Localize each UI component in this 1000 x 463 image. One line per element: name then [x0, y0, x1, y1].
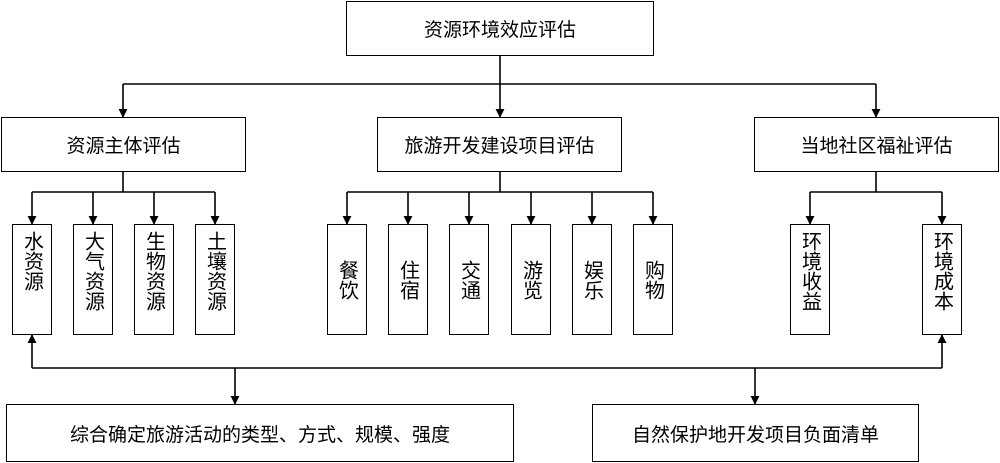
leaf-label: 交通 [457, 259, 482, 300]
leaf-node-env-benefit: 环境收益 [790, 224, 830, 335]
leaf-label: 土壤资源 [203, 231, 228, 311]
leaf-node-shopping: 购物 [633, 224, 673, 335]
branch-node-community-welfare: 当地社区福祉评估 [754, 117, 999, 172]
leaf-label: 游览 [519, 259, 544, 300]
leaf-node-lodging: 住宿 [388, 224, 428, 335]
leaf-label: 生物资源 [142, 231, 167, 311]
leaf-label: 购物 [641, 259, 666, 300]
leaf-node-air: 大气资源 [73, 224, 113, 335]
leaf-label: 住宿 [396, 259, 421, 300]
leaf-node-soil: 土壤资源 [195, 224, 235, 335]
output-label: 自然保护地开发项目负面清单 [631, 423, 879, 446]
branch-label: 当地社区福祉评估 [800, 135, 953, 157]
leaf-node-sightseeing: 游览 [511, 224, 551, 335]
leaf-node-entertainment: 娱乐 [572, 224, 612, 335]
branch-label: 资源主体评估 [66, 135, 181, 157]
branch-node-tourism-projects: 旅游开发建设项目评估 [377, 117, 622, 172]
root-label: 资源环境效应评估 [423, 19, 576, 41]
leaf-node-dining: 餐饮 [327, 224, 367, 335]
leaf-node-biological: 生物资源 [134, 224, 174, 335]
output-label: 综合确定旅游活动的类型、方式、规模、强度 [69, 423, 450, 446]
leaf-node-env-cost: 环境成本 [922, 224, 962, 335]
branch-label: 旅游开发建设项目评估 [404, 135, 595, 157]
leaf-label: 环境收益 [798, 231, 823, 311]
output-node-negative-list: 自然保护地开发项目负面清单 [592, 404, 919, 462]
root-node: 资源环境效应评估 [346, 1, 654, 56]
leaf-label: 娱乐 [580, 259, 605, 300]
leaf-node-transport: 交通 [449, 224, 489, 335]
leaf-label: 环境成本 [930, 231, 955, 311]
leaf-label: 大气资源 [81, 231, 106, 311]
branch-node-resource-subject: 资源主体评估 [1, 117, 246, 172]
leaf-node-water: 水资源 [12, 224, 52, 335]
leaf-label: 水资源 [20, 231, 45, 291]
leaf-label: 餐饮 [335, 259, 360, 300]
output-node-activity-determination: 综合确定旅游活动的类型、方式、规模、强度 [6, 404, 514, 462]
